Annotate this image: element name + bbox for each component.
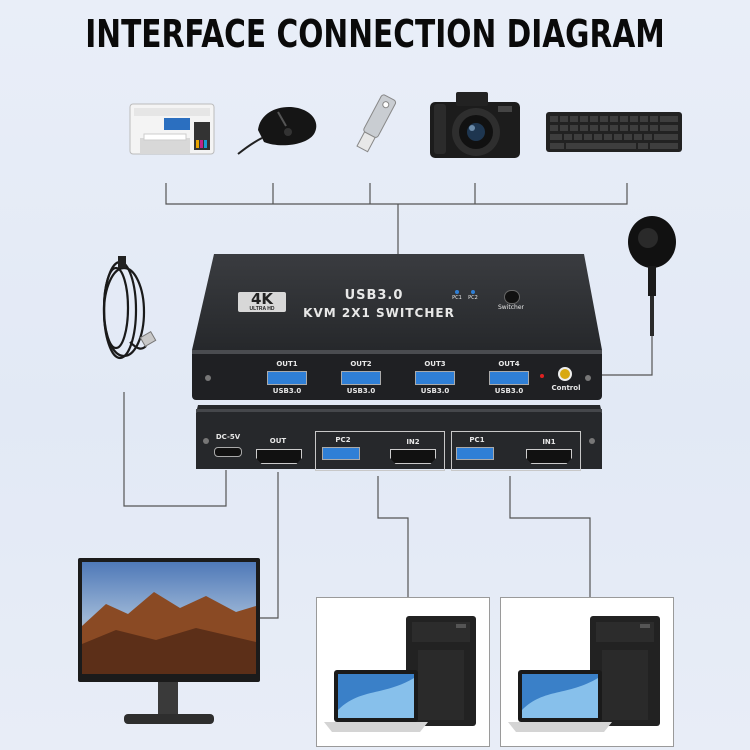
pc1-port-group — [451, 431, 581, 471]
front-port-out4[interactable]: OUT4 USB3.0 — [484, 360, 534, 400]
hdmi-in2-port[interactable] — [390, 449, 436, 464]
pc2-line — [377, 476, 409, 597]
pc1-usb-label: PC1 — [469, 436, 485, 444]
pc2-led — [471, 290, 475, 294]
dc-port[interactable] — [214, 447, 242, 457]
usb-port-icon — [489, 371, 529, 385]
control-jack[interactable] — [558, 367, 572, 381]
hdmi-out-port[interactable] — [256, 449, 302, 464]
usb-port-icon — [415, 371, 455, 385]
kvm-rear-panel: DC-5V OUT PC2 IN2 PC1 IN1 — [194, 405, 604, 473]
control-cable-line — [590, 330, 653, 376]
dc-label: DC-5V — [215, 433, 241, 441]
usb-port-icon — [267, 371, 307, 385]
pc2-led-label: PC2 — [468, 295, 478, 301]
camera-icon — [430, 92, 520, 158]
device-line1: USB3.0 — [344, 288, 404, 303]
hdmi-in1-port[interactable] — [526, 449, 572, 464]
peripheral-bus-line — [165, 183, 628, 254]
device-line2: KVM 2X1 SWITCHER — [303, 306, 455, 320]
port-label: OUT1 — [276, 360, 298, 368]
front-port-out3[interactable]: OUT3 USB3.0 — [410, 360, 460, 400]
pc2-computer-icon — [324, 616, 476, 732]
port-label: OUT3 — [424, 360, 446, 368]
in2-label: IN2 — [406, 438, 420, 446]
pc1-led — [455, 290, 459, 294]
badge-main: 4K — [250, 290, 274, 308]
switcher-label: Switcher — [498, 304, 524, 311]
port-sub-label: USB3.0 — [346, 387, 376, 395]
printer-icon — [129, 103, 215, 155]
4k-badge: 4K ULTRA HD — [238, 290, 286, 312]
front-port-out1[interactable]: OUT1 USB3.0 — [262, 360, 312, 400]
pc1-led-label: PC1 — [452, 295, 462, 301]
port-label: OUT4 — [498, 360, 520, 368]
port-sub-label: USB3.0 — [494, 387, 524, 395]
status-led — [540, 374, 544, 378]
keyboard-icon — [546, 112, 682, 152]
monitor-icon — [78, 558, 260, 724]
port-sub-label: USB3.0 — [272, 387, 302, 395]
kvm-switch-device: 4K ULTRA HD USB3.0 KVM 2X1 SWITCHER PC1 … — [188, 250, 608, 405]
pc1-line — [509, 476, 591, 597]
mouse-icon — [237, 106, 317, 155]
badge-sub: ULTRA HD — [249, 306, 275, 312]
usb-drive-icon — [356, 94, 397, 153]
power-cable-line — [123, 392, 227, 507]
front-port-out2[interactable]: OUT2 USB3.0 — [336, 360, 386, 400]
remote-button-icon — [628, 216, 676, 336]
usb-port-icon — [341, 371, 381, 385]
pc2-port-group — [315, 431, 445, 471]
pc2-usb-label: PC2 — [335, 436, 351, 444]
pc2-usb-port[interactable] — [322, 447, 360, 460]
hdmi-out-label: OUT — [269, 437, 287, 445]
pc1-computer-icon — [508, 616, 660, 732]
port-label: OUT2 — [350, 360, 372, 368]
page-title: INTERFACE CONNECTION DIAGRAM — [85, 12, 665, 56]
hdmi-out-line — [258, 472, 279, 619]
port-sub-label: USB3.0 — [420, 387, 450, 395]
switcher-button[interactable] — [504, 290, 520, 304]
pc1-usb-port[interactable] — [456, 447, 494, 460]
in1-label: IN1 — [542, 438, 556, 446]
usb-cable-icon — [102, 256, 157, 360]
control-label: Control — [551, 384, 581, 392]
